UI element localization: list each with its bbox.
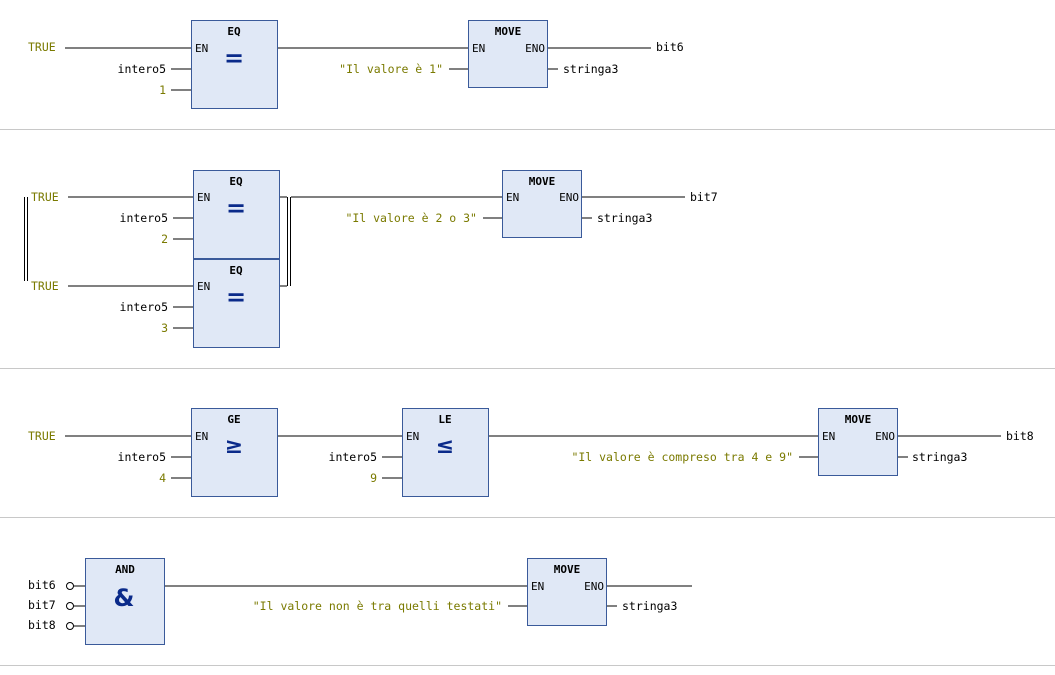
rung3-move-input[interactable]: "Il valore è compreso tra 4 e 9" xyxy=(571,450,793,464)
rung2-eqb-input1[interactable]: intero5 xyxy=(120,300,168,314)
rung1-eq-block[interactable]: EQ EN = xyxy=(191,20,278,109)
block-title: EQ xyxy=(227,25,241,38)
rung1-move-input[interactable]: "Il valore è 1" xyxy=(339,62,443,76)
equal-icon: = xyxy=(226,283,246,311)
rung1-eq-input2[interactable]: 1 xyxy=(159,83,166,97)
rung4-move-output[interactable]: stringa3 xyxy=(622,599,677,613)
en-pin-label: EN xyxy=(506,191,519,204)
rung2-eqa-input1[interactable]: intero5 xyxy=(120,211,168,225)
block-title: EQ xyxy=(229,175,243,188)
negation-icon xyxy=(66,622,74,630)
rung2-move-output[interactable]: stringa3 xyxy=(597,211,652,225)
block-title: MOVE xyxy=(554,563,581,576)
rung3-ge-input1[interactable]: intero5 xyxy=(118,450,166,464)
rung1-move-output[interactable]: stringa3 xyxy=(563,62,618,76)
less-equal-icon: ≤ xyxy=(436,434,454,459)
rung3-eno-output[interactable]: bit8 xyxy=(1006,429,1034,443)
rung4-and-block[interactable]: AND & xyxy=(85,558,165,645)
rung3-en-constant[interactable]: TRUE xyxy=(28,429,56,443)
rung1-en-constant[interactable]: TRUE xyxy=(28,40,56,54)
rung2-eq-block-b[interactable]: EQ EN = xyxy=(193,259,280,348)
rung4-move-input[interactable]: "Il valore non è tra quelli testati" xyxy=(253,599,502,613)
block-title: MOVE xyxy=(529,175,556,188)
eno-pin-label: ENO xyxy=(525,42,545,55)
rung3-move-block[interactable]: MOVE EN ENO xyxy=(818,408,898,476)
negation-icon xyxy=(66,582,74,590)
rung2-move-input[interactable]: "Il valore è 2 o 3" xyxy=(345,211,477,225)
rung4-move-block[interactable]: MOVE EN ENO xyxy=(527,558,607,626)
rung4-and-input2[interactable]: bit7 xyxy=(28,598,56,612)
block-title: LE xyxy=(438,413,451,426)
rung-3: TRUE intero5 4 GE EN ≥ intero5 9 LE EN ≤… xyxy=(28,408,1034,497)
block-title: MOVE xyxy=(845,413,872,426)
block-title: GE xyxy=(227,413,240,426)
rung2-eno-output[interactable]: bit7 xyxy=(690,190,718,204)
equal-icon: = xyxy=(226,194,246,222)
equal-icon: = xyxy=(224,44,244,72)
rung2-move-block[interactable]: MOVE EN ENO xyxy=(502,170,582,238)
rung2-eq-block-a[interactable]: EQ EN = xyxy=(193,170,280,259)
block-title: MOVE xyxy=(495,25,522,38)
en-pin-label: EN xyxy=(197,191,210,204)
eno-pin-label: ENO xyxy=(584,580,604,593)
en-pin-label: EN xyxy=(472,42,485,55)
rung1-eno-output[interactable]: bit6 xyxy=(656,40,684,54)
rung2-en-constant-b[interactable]: TRUE xyxy=(31,279,59,293)
en-pin-label: EN xyxy=(197,280,210,293)
rung3-le-input2[interactable]: 9 xyxy=(370,471,377,485)
rung2-eqb-input2[interactable]: 3 xyxy=(161,321,168,335)
rung4-and-input1[interactable]: bit6 xyxy=(28,578,56,592)
greater-equal-icon: ≥ xyxy=(225,434,243,459)
rung-4: bit6 bit7 bit8 AND & "Il valore non è tr… xyxy=(28,558,692,645)
rung1-move-block[interactable]: MOVE EN ENO xyxy=(468,20,548,88)
block-title: EQ xyxy=(229,264,243,277)
rung3-ge-block[interactable]: GE EN ≥ xyxy=(191,408,278,497)
en-pin-label: EN xyxy=(406,430,419,443)
rung3-ge-input2[interactable]: 4 xyxy=(159,471,166,485)
negation-icon xyxy=(66,602,74,610)
rung-1: TRUE intero5 1 EQ EN = "Il valore è 1" M… xyxy=(28,20,684,109)
rung3-move-output[interactable]: stringa3 xyxy=(912,450,967,464)
rung2-en-constant-a[interactable]: TRUE xyxy=(31,190,59,204)
rung3-le-input1[interactable]: intero5 xyxy=(329,450,377,464)
rung2-eqa-input2[interactable]: 2 xyxy=(161,232,168,246)
eno-pin-label: ENO xyxy=(559,191,579,204)
en-pin-label: EN xyxy=(195,42,208,55)
rung1-eq-input1[interactable]: intero5 xyxy=(118,62,166,76)
eno-pin-label: ENO xyxy=(875,430,895,443)
rung4-and-input3[interactable]: bit8 xyxy=(28,618,56,632)
block-title: AND xyxy=(115,563,135,576)
rung-2: TRUE intero5 2 EQ EN = TRUE intero5 3 EQ… xyxy=(24,170,718,348)
ampersand-icon: & xyxy=(114,584,135,612)
en-pin-label: EN xyxy=(195,430,208,443)
rung3-le-block[interactable]: LE EN ≤ xyxy=(402,408,489,497)
en-pin-label: EN xyxy=(822,430,835,443)
en-pin-label: EN xyxy=(531,580,544,593)
